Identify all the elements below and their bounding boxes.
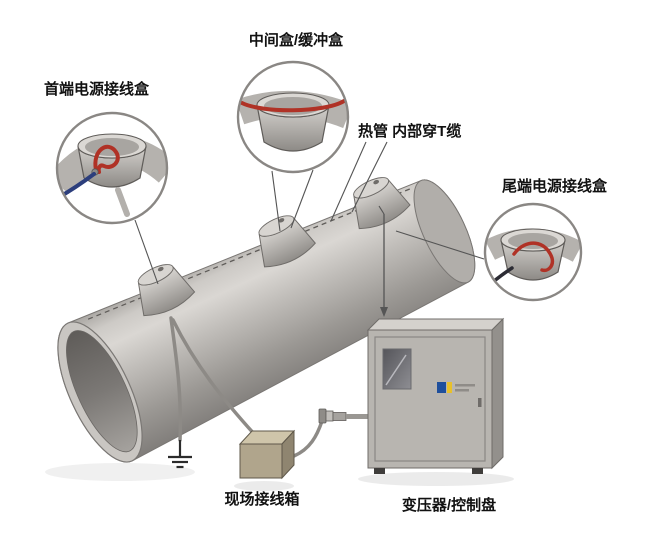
fitting-nipple <box>332 412 347 421</box>
transformer-cabinet <box>366 317 505 474</box>
heat-pipe-cable-label: 热管 内部穿T缆 <box>358 122 461 140</box>
tail-callout-leader <box>395 230 485 260</box>
head-shell-stem <box>115 187 130 217</box>
middle-callout-leader-1 <box>271 170 281 232</box>
ground-symbol <box>168 440 192 469</box>
middle-box-label: 中间盒/缓冲盒 <box>249 31 344 49</box>
logo-text-line-2 <box>455 389 469 392</box>
tail-callout-ring <box>483 202 583 302</box>
middle-callout-leader-2 <box>290 169 314 229</box>
shadows <box>45 463 514 491</box>
logo-yellow-mark <box>447 382 452 393</box>
middle-shell-cavity <box>264 97 322 115</box>
box-to-field-cable <box>171 318 258 438</box>
field-box-front <box>239 443 283 479</box>
tail-red-cable <box>512 241 555 273</box>
tail-junction-box <box>353 177 411 230</box>
middle-callout-content <box>238 90 348 152</box>
tail-callout-circle <box>483 202 583 302</box>
cabinet-foot-right <box>472 468 483 474</box>
field-to-cabinet-cable <box>292 419 324 458</box>
heat-pipe-leader-1 <box>330 141 367 222</box>
field-box-shadow <box>234 481 294 491</box>
fitting-elbow <box>318 408 327 424</box>
fitting-union <box>325 410 334 422</box>
middle-callout-ring <box>236 60 350 174</box>
ground-cable <box>169 316 183 442</box>
middle-red-cable <box>240 99 346 113</box>
head-box-fitting <box>157 266 164 272</box>
pipe-open-end-interior <box>66 330 138 453</box>
conduit-fitting <box>318 408 347 424</box>
tail-callout-content <box>485 228 581 293</box>
middle-box-rim <box>258 215 295 237</box>
window-reflection <box>385 354 407 386</box>
tail-box-fitting <box>373 179 380 185</box>
tail-box-label: 尾端电源接线盒 <box>502 177 608 195</box>
cabinet-logo <box>437 382 475 393</box>
cabling <box>168 316 370 469</box>
field-box-label: 现场接线箱 <box>224 490 299 508</box>
door-handle <box>478 398 482 407</box>
head-junction-box <box>137 264 196 317</box>
cabinet-door <box>374 336 486 462</box>
heat-pipe <box>57 177 476 463</box>
pipe-shadow <box>45 463 195 481</box>
head-red-cable <box>93 144 120 174</box>
middle-box-fitting <box>278 218 285 223</box>
down-arrowhead <box>380 307 388 317</box>
transformer-label: 变压器/控制盘 <box>402 496 496 514</box>
head-box-label: 首端电源接线盒 <box>44 80 150 98</box>
logo-blue-mark <box>437 382 446 393</box>
head-callout-circle <box>55 111 169 225</box>
logo-text-line-1 <box>455 384 475 387</box>
head-callout-leader <box>134 219 159 285</box>
cabinet-top <box>366 318 505 331</box>
tail-shell-cavity <box>508 233 558 249</box>
field-box-side <box>281 429 295 480</box>
head-callout-ring <box>55 111 169 225</box>
tail-cable-stub <box>378 205 385 215</box>
tail-box-rim <box>353 177 390 199</box>
leader-lines <box>134 141 485 308</box>
cabinet-side <box>491 317 504 470</box>
heat-pipe-leader-2 <box>351 141 388 213</box>
field-junction-box <box>238 429 296 480</box>
cabinet-foot-left <box>374 468 385 474</box>
cabinet-shadow <box>358 472 514 486</box>
head-callout-content <box>57 133 167 217</box>
middle-callout-circle <box>236 60 350 174</box>
